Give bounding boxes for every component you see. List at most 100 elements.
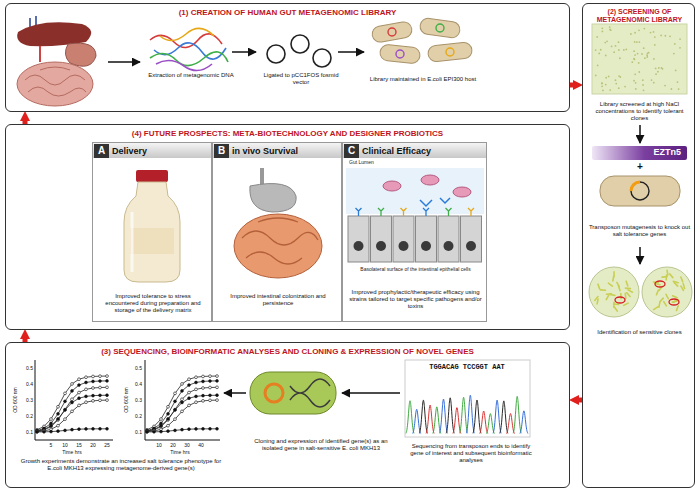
growth-charts bbox=[188, 397, 191, 400]
growth-charts bbox=[71, 390, 74, 393]
agar-plate bbox=[633, 80, 635, 82]
replica-plates bbox=[665, 275, 667, 280]
replica-plates bbox=[655, 283, 660, 284]
growth-charts bbox=[147, 376, 217, 430]
growth-charts bbox=[92, 399, 95, 402]
growth-charts bbox=[37, 376, 107, 430]
chromatogram bbox=[446, 398, 454, 433]
growth-charts bbox=[216, 427, 219, 430]
gut-organs bbox=[39, 46, 41, 62]
mutant-bacterium bbox=[600, 176, 680, 206]
agar-plate bbox=[651, 79, 653, 81]
stage-panel: ADeliveryImproved tolerance to stress en… bbox=[5, 124, 570, 330]
chromatogram bbox=[466, 395, 474, 433]
agar-plate bbox=[601, 30, 603, 32]
agar-plate bbox=[635, 88, 637, 90]
agar-plate bbox=[609, 89, 611, 91]
epithelium bbox=[393, 216, 414, 262]
box-letter: B bbox=[214, 144, 229, 158]
growth-charts bbox=[50, 424, 53, 427]
agar-plate bbox=[664, 85, 666, 87]
replica-plates bbox=[612, 276, 614, 281]
agar-plate bbox=[618, 87, 620, 89]
agar-plate bbox=[618, 49, 620, 51]
axis-label: 15 bbox=[76, 443, 82, 448]
agar-plate bbox=[664, 35, 666, 37]
replica-plates bbox=[608, 283, 612, 286]
agar-plate bbox=[630, 33, 632, 35]
growth-charts bbox=[174, 400, 177, 403]
epithelium bbox=[420, 198, 450, 206]
replica-plates bbox=[620, 294, 622, 299]
agar-plate bbox=[609, 26, 611, 28]
dna-fragments bbox=[156, 60, 212, 70]
chromatogram bbox=[405, 360, 530, 437]
growth-charts bbox=[216, 399, 219, 402]
replica-plates bbox=[681, 286, 684, 290]
growth-charts bbox=[36, 375, 219, 434]
agar-plate bbox=[661, 67, 663, 69]
agar-plate bbox=[611, 46, 613, 48]
panel-title: (1) CREATION OF HUMAN GUT METAGENOMIC LI… bbox=[6, 8, 569, 17]
step-caption: Library maintained in E.coli EPI300 host bbox=[364, 76, 482, 83]
growth-charts bbox=[85, 401, 88, 404]
axis-label: 0.5 bbox=[135, 366, 142, 371]
agar-plate bbox=[600, 49, 602, 51]
agar-plate bbox=[595, 49, 597, 51]
step-caption: Cloning and expression of identified gen… bbox=[246, 438, 396, 452]
axis-label: 0.4 bbox=[135, 382, 142, 387]
agar-plate bbox=[605, 55, 607, 57]
growth-charts bbox=[92, 375, 95, 378]
epithelium bbox=[421, 241, 431, 251]
growth-charts bbox=[50, 418, 53, 421]
growth-charts bbox=[153, 430, 156, 433]
growth-charts bbox=[202, 427, 205, 430]
replica-plates bbox=[615, 297, 625, 303]
growth-charts bbox=[71, 410, 74, 413]
growth-charts bbox=[106, 427, 109, 430]
growth-charts bbox=[188, 378, 191, 381]
agar-plate bbox=[625, 49, 627, 51]
agar-plate bbox=[601, 27, 603, 29]
region-label: Basolateral surface of the intestinal ep… bbox=[348, 267, 483, 273]
agar-plate bbox=[634, 73, 636, 75]
replica-plates bbox=[681, 277, 683, 282]
box-letter: C bbox=[344, 144, 359, 158]
stage-panel: EZTn5 (2) SCREENING OF METAGENOMIC LIBRAR… bbox=[582, 3, 695, 488]
growth-charts bbox=[174, 408, 177, 411]
agar-plate bbox=[631, 61, 633, 63]
epithelium bbox=[371, 216, 392, 262]
agar-plate bbox=[654, 44, 656, 46]
fosmid-vectors bbox=[267, 45, 285, 63]
growth-charts bbox=[35, 360, 220, 440]
fosmid-vectors bbox=[291, 35, 309, 53]
agar-plate bbox=[634, 59, 636, 61]
agar-plate bbox=[615, 45, 617, 47]
growth-charts bbox=[85, 381, 88, 384]
replica-plates bbox=[589, 267, 692, 317]
agar-plate bbox=[673, 53, 675, 55]
replica-plates bbox=[600, 289, 605, 291]
chromatogram bbox=[473, 400, 481, 433]
panel-title: (2) SCREENING OF METAGENOMIC LIBRARY bbox=[586, 8, 693, 24]
agar-plate bbox=[596, 36, 598, 38]
growth-charts bbox=[160, 418, 163, 421]
flow-arrow bbox=[570, 83, 573, 88]
growth-charts bbox=[78, 428, 81, 431]
axis-label: 0.5 bbox=[26, 366, 33, 371]
agar-plate bbox=[595, 26, 681, 91]
growth-charts bbox=[202, 375, 205, 378]
probiotic-bottle bbox=[124, 170, 180, 282]
agar-plate bbox=[638, 29, 640, 31]
agar-plate bbox=[679, 38, 681, 40]
growth-charts bbox=[36, 430, 39, 433]
agar-plate bbox=[670, 88, 672, 90]
transposon-name: EZTn5 bbox=[592, 147, 687, 157]
header-bars bbox=[343, 143, 486, 158]
dna-sequence: TGGACAG TCCGGT AAT bbox=[429, 364, 505, 371]
dna-fragments bbox=[150, 52, 228, 66]
chromatogram bbox=[406, 395, 528, 433]
epithelium bbox=[399, 241, 409, 251]
